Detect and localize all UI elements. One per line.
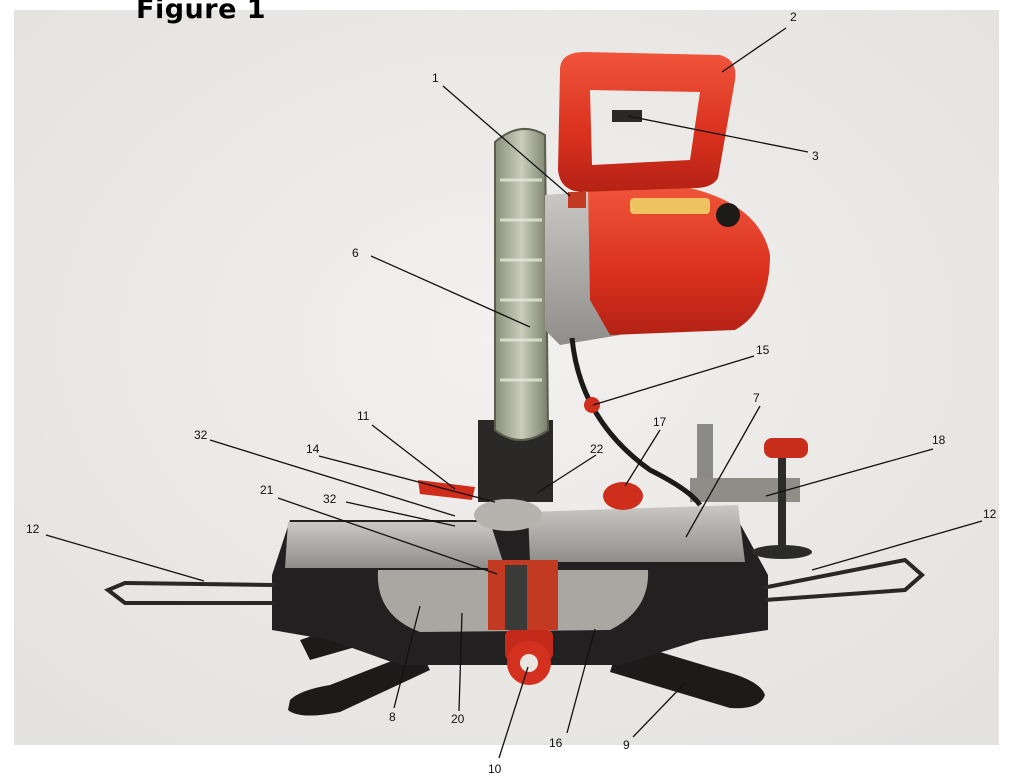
- handle: [558, 52, 736, 192]
- callout-label: 8: [389, 710, 396, 724]
- callout-label: 21: [260, 483, 274, 497]
- callout-label: 18: [932, 433, 946, 447]
- callout-label: 22: [590, 442, 604, 456]
- callout-label: 1: [432, 71, 439, 85]
- callout-label: 20: [451, 712, 465, 726]
- callout-label: 32: [194, 428, 208, 442]
- callout-label: 14: [306, 442, 320, 456]
- callout-label: 2: [790, 10, 797, 24]
- callout-label: 10: [488, 762, 502, 776]
- bevel-knob: [603, 482, 643, 510]
- blade-guard: [494, 127, 550, 441]
- callout-label: 12: [983, 507, 997, 521]
- callout-label: 12: [26, 522, 40, 536]
- callout-label: 32: [323, 492, 337, 506]
- extension-bars: [104, 557, 926, 605]
- callout-label: 7: [753, 391, 760, 405]
- power-cord: [569, 337, 703, 507]
- callout-label: 9: [623, 738, 630, 752]
- callout-label: 17: [653, 415, 667, 429]
- callout-label: 3: [812, 149, 819, 163]
- left-fence: [285, 522, 505, 568]
- callout-label: 11: [357, 409, 370, 423]
- leader-lines: [45, 27, 983, 759]
- figure-title: Figure 1: [136, 0, 267, 25]
- callout-label: 6: [352, 246, 359, 260]
- callout-label: 15: [756, 343, 770, 357]
- lock-knob: [584, 397, 600, 413]
- callout-label: 16: [549, 736, 563, 750]
- right-fence: [528, 505, 745, 562]
- front-knob: [505, 630, 553, 685]
